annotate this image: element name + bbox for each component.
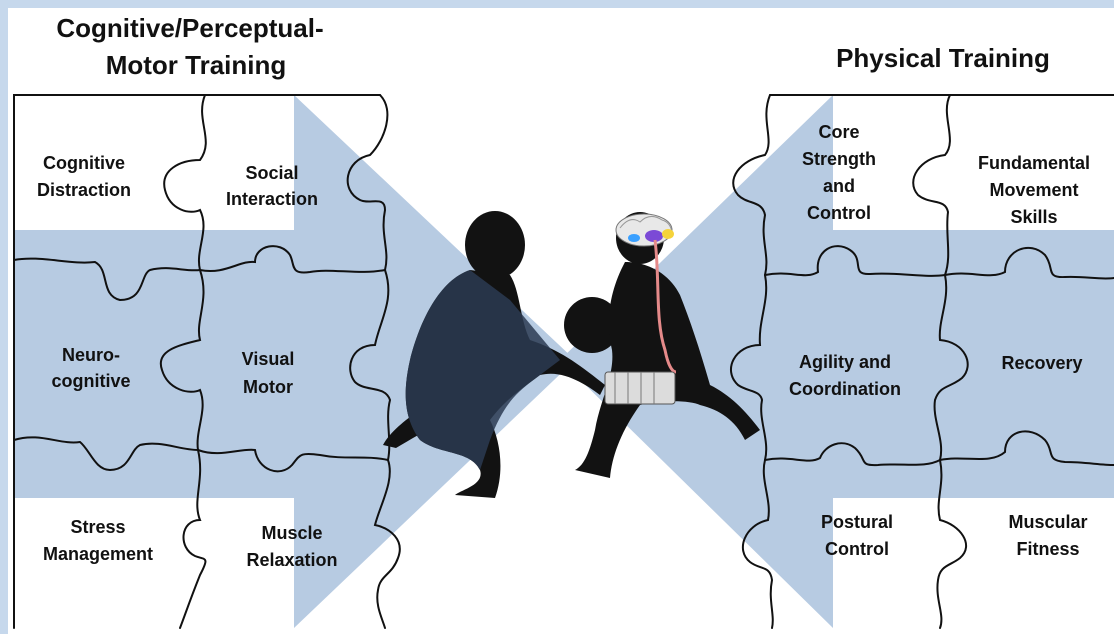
left-puzzle-border [13, 94, 206, 629]
piece-label-line: Muscle [261, 523, 322, 543]
right-heading: Physical Training [836, 43, 1050, 73]
right-edge-r2-left [730, 274, 768, 461]
arm-device-icon [604, 371, 676, 405]
right-edge-r2-mid [933, 274, 969, 461]
right-heading-line-1: Physical Training [836, 43, 1050, 73]
left-edge-h2-left [13, 436, 199, 472]
right-puzzle-grid [730, 94, 1114, 629]
piece-recovery: Recovery [1001, 353, 1082, 373]
piece-label-line: Control [807, 203, 871, 223]
adult-head [465, 211, 525, 279]
piece-label-line: Interaction [226, 189, 318, 209]
piece-label-line: Distraction [37, 180, 131, 200]
right-arrow-shape [560, 95, 1114, 628]
left-edge-r1-right [346, 94, 389, 271]
piece-label-line: Movement [989, 180, 1078, 200]
left-edge-h1-left [13, 257, 201, 302]
right-edge-h1-right [944, 246, 1114, 280]
piece-label-line: Agility and [799, 352, 891, 372]
piece-label-line: cognitive [51, 371, 130, 391]
left-edge-r3-right [373, 459, 401, 629]
left-puzzle-grid [13, 94, 401, 629]
left-edge-r1-vertical [163, 94, 207, 271]
piece-label-line: Social [245, 163, 298, 183]
piece-label-line: Strength [802, 149, 876, 169]
piece-label-line: Control [825, 539, 889, 559]
right-piece-labels: Core Strength and Control Fundamental Mo… [789, 122, 1090, 559]
right-edge-h2-left [764, 442, 941, 467]
piece-label-line: and [823, 176, 855, 196]
right-edge-h1-left [764, 245, 946, 277]
right-arrow [560, 95, 1114, 628]
right-edge-r1-left [732, 94, 771, 276]
piece-neurocognitive: Neuro- cognitive [51, 345, 130, 391]
right-edge-r3-left [741, 459, 774, 629]
piece-postural-control: Postural Control [821, 512, 893, 559]
adult-overlay [405, 270, 560, 470]
right-edge-h2-right [939, 430, 1114, 466]
piece-label-line: Neuro- [62, 345, 120, 365]
child-silhouette [564, 212, 760, 478]
left-edge-r2-right [349, 269, 392, 461]
piece-label-line: Stress [70, 517, 125, 537]
spinal-pathway [653, 239, 677, 374]
piece-label-line: Fitness [1016, 539, 1079, 559]
piece-social-interaction: Social Interaction [226, 163, 318, 209]
piece-label-line: Postural [821, 512, 893, 532]
piece-visual-motor: Visual Motor [242, 349, 295, 397]
ball [564, 297, 620, 353]
brain-icon [615, 213, 674, 247]
right-edge-r3-mid [936, 459, 967, 629]
piece-stress-management: Stress Management [43, 517, 153, 564]
piece-label-line: Coordination [789, 379, 901, 399]
child-body [575, 262, 760, 478]
adult-silhouette [383, 211, 605, 498]
piece-label-line: Motor [243, 377, 293, 397]
left-edge-r3-vertical [179, 449, 207, 629]
left-edge-h2-mid [197, 448, 389, 473]
left-edge-h1-mid [199, 245, 386, 274]
left-edge-r2-vertical [159, 269, 205, 451]
piece-label-line: Recovery [1001, 353, 1082, 373]
piece-cognitive-distraction: Cognitive Distraction [37, 153, 131, 200]
piece-label-line: Muscular [1008, 512, 1087, 532]
piece-label-line: Management [43, 544, 153, 564]
piece-muscle-relaxation: Muscle Relaxation [246, 523, 337, 570]
left-heading-line-2: Motor Training [106, 50, 287, 80]
piece-fundamental-movement: Fundamental Movement Skills [978, 153, 1090, 227]
piece-label-line: Cognitive [43, 153, 125, 173]
piece-core-strength: Core Strength and Control [802, 122, 876, 223]
left-arrow [14, 95, 575, 628]
piece-label-line: Core [818, 122, 859, 142]
piece-label-line: Skills [1010, 207, 1057, 227]
right-edge-r1-mid [912, 94, 951, 276]
left-heading-line-1: Cognitive/Perceptual- [56, 13, 323, 43]
left-heading: Cognitive/Perceptual- Motor Training [56, 13, 323, 80]
piece-agility-coordination: Agility and Coordination [789, 352, 901, 399]
left-arrow-shape [14, 95, 575, 628]
piece-label-line: Relaxation [246, 550, 337, 570]
piece-label-line: Fundamental [978, 153, 1090, 173]
left-piece-labels: Cognitive Distraction Social Interaction… [37, 153, 338, 570]
piece-muscular-fitness: Muscular Fitness [1008, 512, 1087, 559]
piece-label-line: Visual [242, 349, 295, 369]
